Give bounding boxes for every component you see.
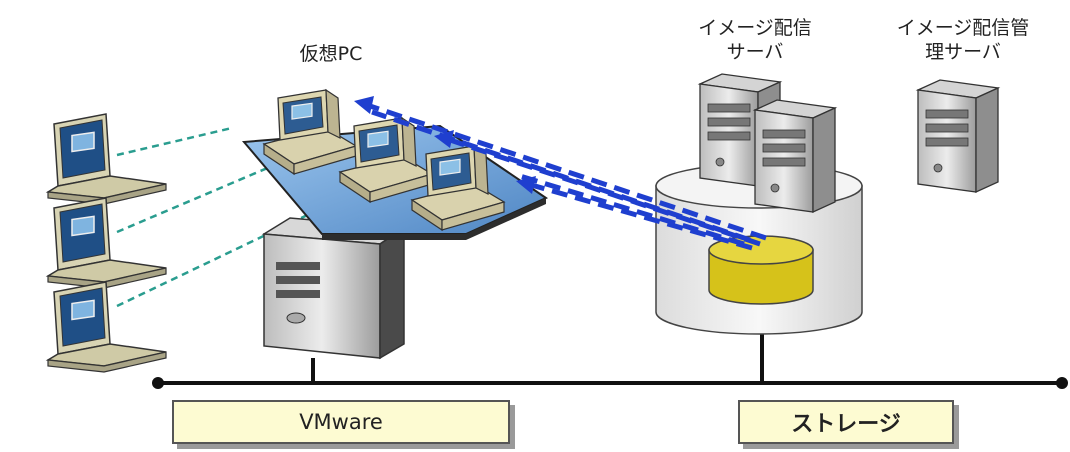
image-server-label-line1: イメージ配信	[698, 17, 812, 39]
virtual-pc-label: 仮想PC	[299, 43, 363, 65]
vmware-box: VMware	[172, 400, 510, 444]
link-laptop-1	[116, 126, 233, 157]
vmware-host-server	[261, 217, 407, 360]
image-mgmt-label-line1: イメージ配信管	[896, 17, 1030, 39]
network-endpoint-right	[1056, 377, 1068, 389]
arrowheads	[354, 96, 536, 194]
image-server-label-line2: サーバ	[726, 41, 784, 63]
storage-label: ストレージ	[791, 412, 901, 437]
image-distribution-server-2	[754, 99, 836, 213]
image-management-server	[917, 79, 999, 193]
image-delivery-arrows	[363, 101, 767, 251]
client-laptop-2	[47, 197, 167, 289]
network-endpoint-left	[152, 377, 164, 389]
vmware-label: VMware	[299, 410, 383, 434]
platform-edge	[322, 198, 546, 240]
link-laptop-2	[116, 153, 299, 234]
client-laptop-3	[47, 281, 167, 373]
image-mgmt-label-line2: 理サーバ	[925, 41, 1001, 63]
client-laptop-1	[47, 113, 167, 205]
image-database-icon	[708, 235, 814, 305]
storage-box: ストレージ	[738, 400, 954, 444]
